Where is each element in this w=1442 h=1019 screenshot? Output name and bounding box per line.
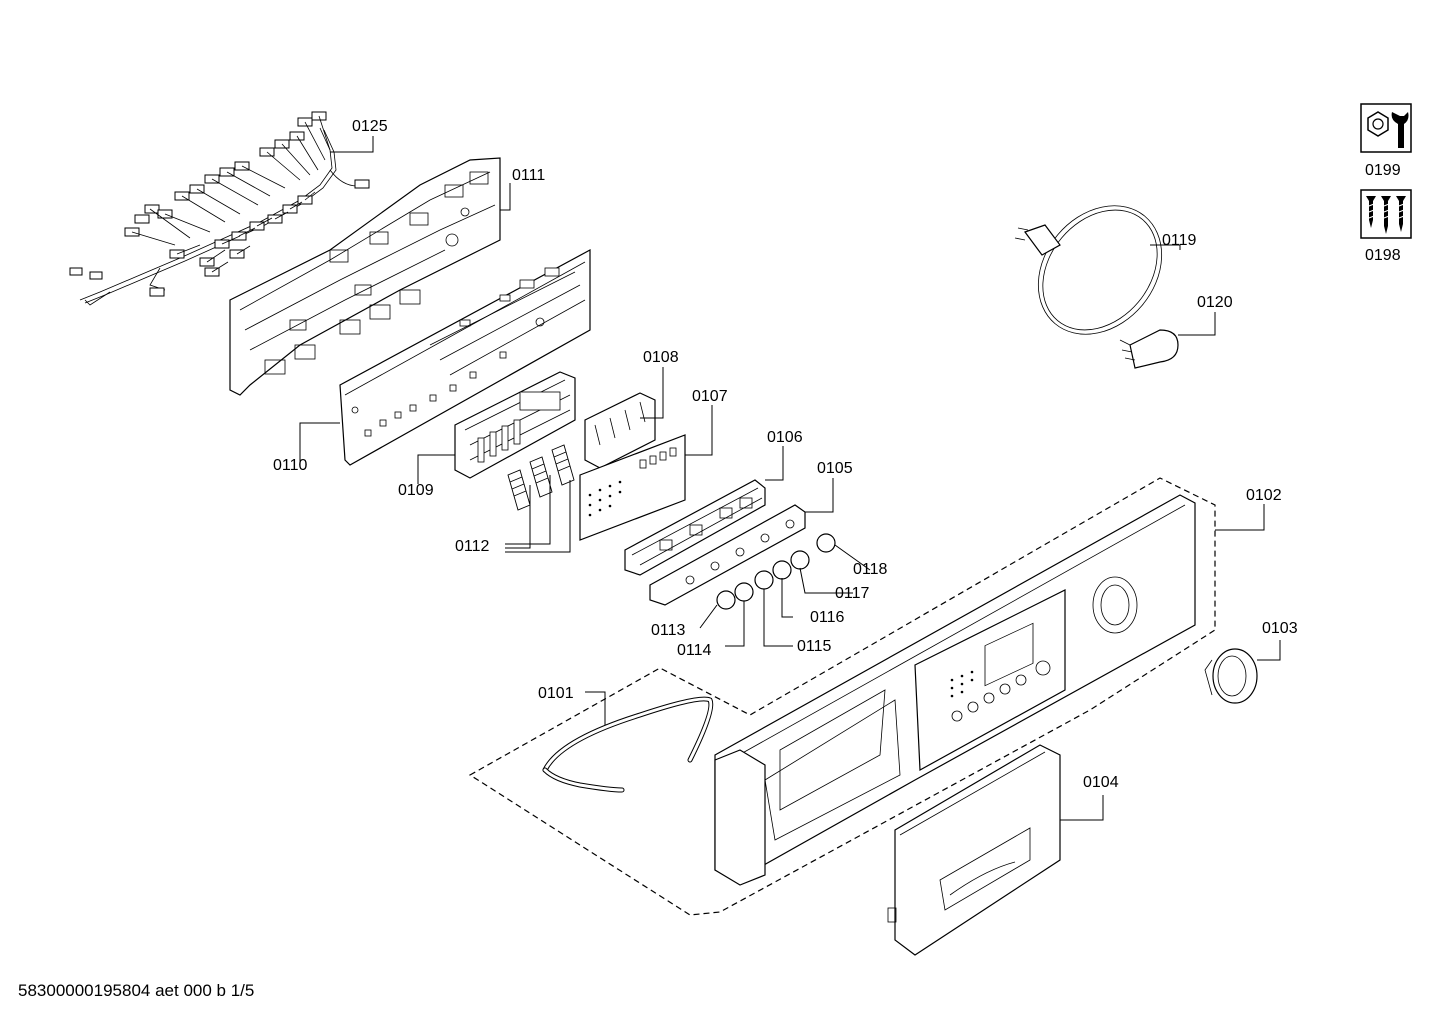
label-0104: 0104: [1083, 774, 1119, 791]
label-0106: 0106: [767, 429, 803, 446]
document-code: 58300000195804 aet 000 b 1/5: [18, 981, 255, 1000]
label-0117: 0117: [835, 585, 870, 602]
label-0199: 0199: [1365, 162, 1401, 179]
leader-lines: [299, 136, 1281, 821]
switch-block-0108: [584, 392, 656, 469]
pcb-0110: [339, 248, 591, 466]
label-0112: 0112: [455, 538, 490, 555]
display-overlay-0107: [579, 434, 686, 541]
screws-icon: [1360, 189, 1412, 239]
seal-strip-0101: [542, 696, 714, 793]
part-labels: 0125 0111 0110 0109 0112 0108 0107 0106 …: [273, 118, 1401, 791]
label-0114: 0114: [677, 642, 712, 659]
interference-filter-0120: [1119, 329, 1179, 369]
label-0125: 0125: [352, 118, 388, 135]
label-0108: 0108: [643, 349, 679, 366]
button-rail-0105: [649, 504, 806, 606]
button-frame-0106: [624, 479, 766, 576]
control-panel-0102: [468, 477, 1216, 916]
label-0105: 0105: [817, 460, 853, 477]
label-0115: 0115: [797, 638, 832, 655]
label-0113: 0113: [651, 622, 686, 639]
label-0103: 0103: [1262, 620, 1298, 637]
label-0118: 0118: [853, 561, 888, 578]
drawer-front-0104: [887, 744, 1061, 956]
power-cable-0119: [1014, 205, 1163, 335]
label-0110: 0110: [273, 457, 308, 474]
label-0116: 0116: [810, 609, 845, 626]
push-buttons-0113-0118: [716, 533, 836, 610]
wiring-harness-0125: [69, 111, 370, 306]
light-guides-0112: [507, 444, 575, 511]
selector-knob-0103: [1204, 648, 1258, 704]
label-0119: 0119: [1162, 232, 1197, 249]
label-0107: 0107: [692, 388, 728, 405]
label-0102: 0102: [1246, 487, 1282, 504]
label-0109: 0109: [398, 482, 434, 499]
label-0120: 0120: [1197, 294, 1233, 311]
display-module-0109: [454, 371, 576, 479]
housing-0111: [229, 157, 501, 396]
label-0198: 0198: [1365, 247, 1401, 264]
label-0111: 0111: [512, 167, 545, 184]
nut-wrench-icon: [1360, 103, 1412, 153]
label-0101: 0101: [538, 685, 574, 702]
